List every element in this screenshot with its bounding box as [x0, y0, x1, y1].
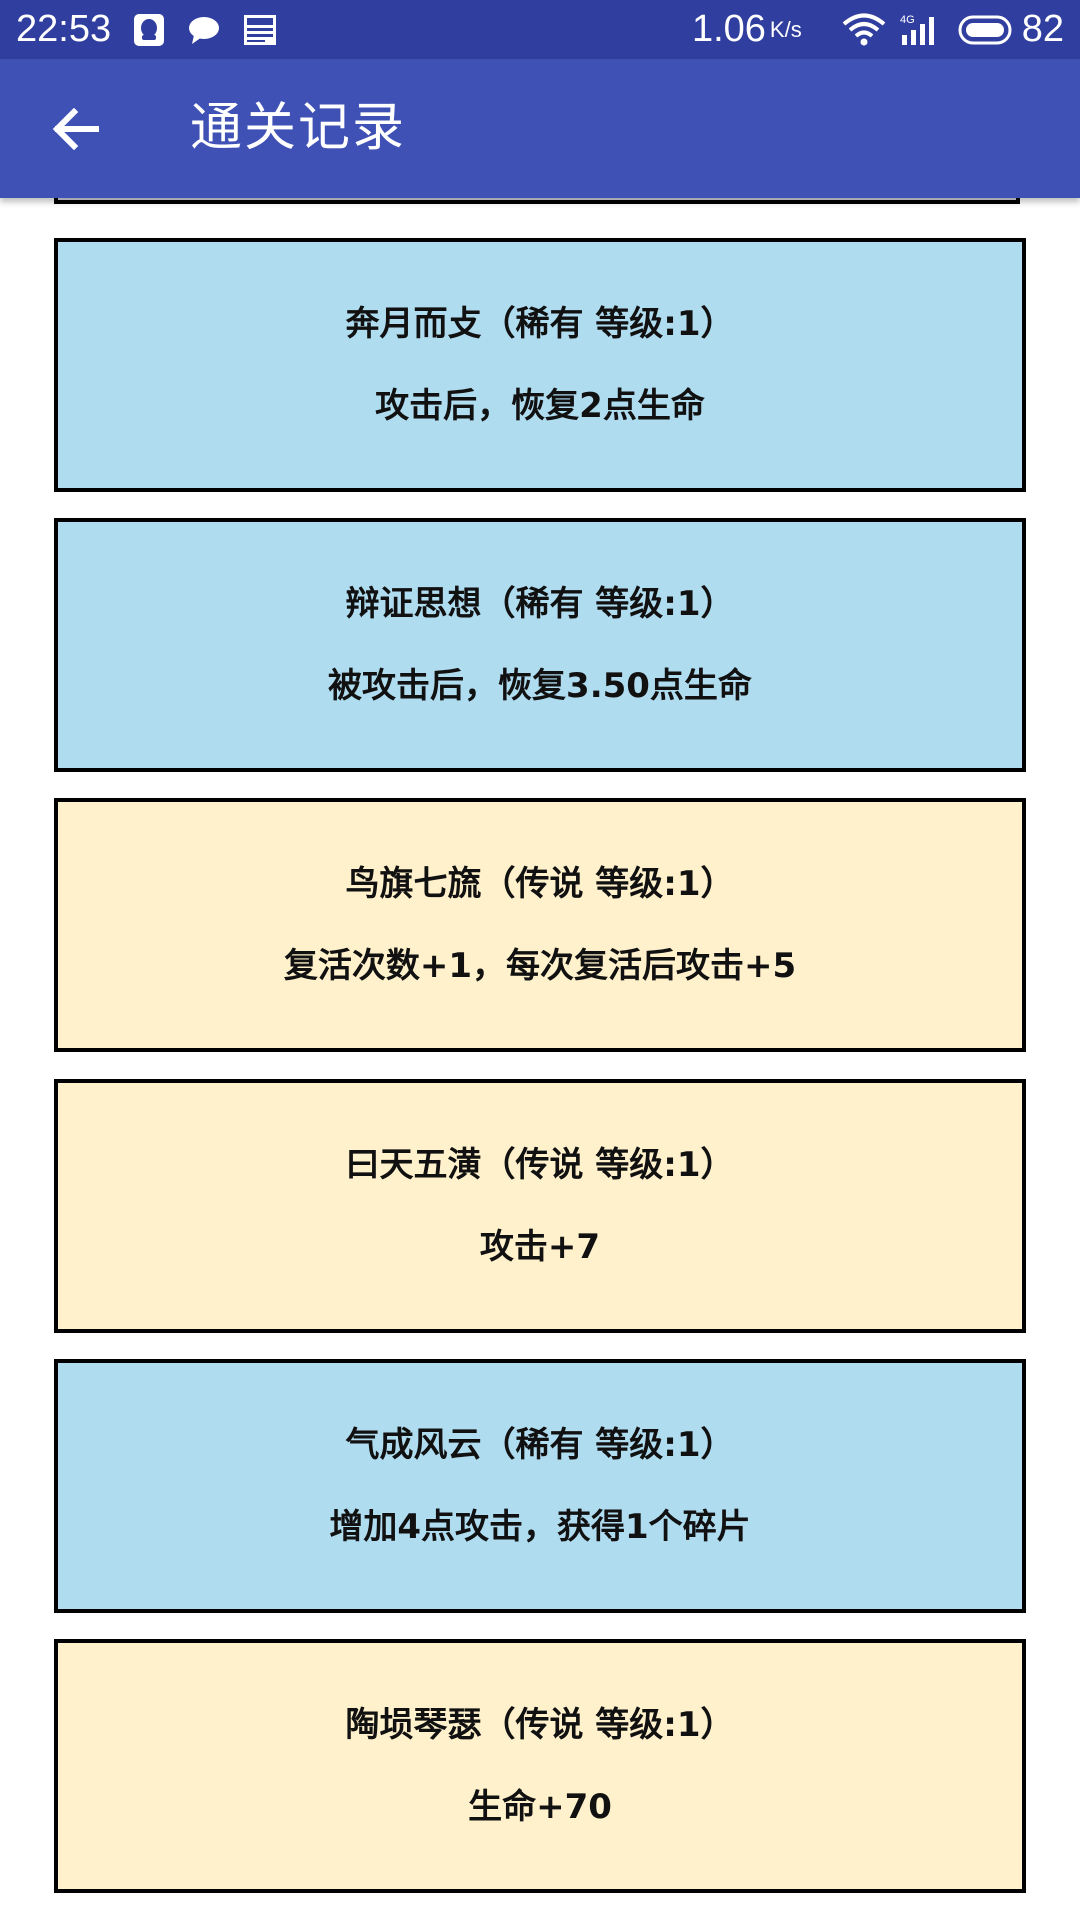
- record-description: 生命+70: [468, 1787, 612, 1827]
- record-card[interactable]: 鸟旗七旒（传说 等级:1） 复活次数+1，每次复活后攻击+5: [54, 798, 1026, 1052]
- record-card[interactable]: 辩证思想（稀有 等级:1） 被攻击后，恢复3.50点生命: [54, 518, 1026, 772]
- record-description: 攻击+7: [479, 1227, 601, 1267]
- status-time: 22:53: [16, 8, 112, 50]
- record-title: 陶埙琴瑟（传说 等级:1）: [345, 1705, 735, 1745]
- wifi-icon: [842, 13, 886, 47]
- battery-level: 82: [1021, 8, 1064, 50]
- record-title: 气成风云（稀有 等级:1）: [345, 1425, 735, 1465]
- record-title: 奔月而攴（稀有 等级:1）: [345, 304, 735, 344]
- qq-icon: [133, 13, 165, 47]
- status-bar: 22:53 1.06 K/s: [0, 0, 1080, 59]
- record-description: 被攻击后，恢复3.50点生命: [328, 666, 752, 706]
- record-description: 增加4点攻击，获得1个碎片: [329, 1507, 751, 1547]
- record-card[interactable]: 气成风云（稀有 等级:1） 增加4点攻击，获得1个碎片: [54, 1359, 1026, 1613]
- record-card[interactable]: 陶埙琴瑟（传说 等级:1） 生命+70: [54, 1639, 1026, 1893]
- net-speed-unit: K/s: [769, 16, 802, 42]
- record-description: 复活次数+1，每次复活后攻击+5: [283, 946, 797, 986]
- back-button[interactable]: [40, 93, 112, 165]
- record-title: 辩证思想（稀有 等级:1）: [345, 584, 735, 624]
- news-icon: [243, 14, 277, 46]
- signal-icon: 4G: [900, 13, 940, 47]
- record-card[interactable]: 曰天五潢（传说 等级:1） 攻击+7: [54, 1079, 1026, 1333]
- battery-icon: [958, 15, 1012, 45]
- record-description: 攻击后，恢复2点生命: [375, 386, 705, 426]
- record-title: 曰天五潢（传说 等级:1）: [345, 1145, 735, 1185]
- chat-bubble-icon: [187, 15, 221, 45]
- page-title: 通关记录: [190, 98, 407, 158]
- signal-label: 4G: [900, 14, 915, 26]
- app-bar: 通关记录: [0, 59, 1080, 198]
- record-card-partial[interactable]: [54, 198, 1020, 204]
- record-list[interactable]: 奔月而攴（稀有 等级:1） 攻击后，恢复2点生命 辩证思想（稀有 等级:1） 被…: [0, 198, 1080, 1920]
- record-card[interactable]: 奔月而攴（稀有 等级:1） 攻击后，恢复2点生命: [54, 238, 1026, 492]
- arrow-left-icon: [52, 108, 99, 150]
- net-speed: 1.06: [691, 8, 766, 50]
- record-title: 鸟旗七旒（传说 等级:1）: [345, 864, 735, 904]
